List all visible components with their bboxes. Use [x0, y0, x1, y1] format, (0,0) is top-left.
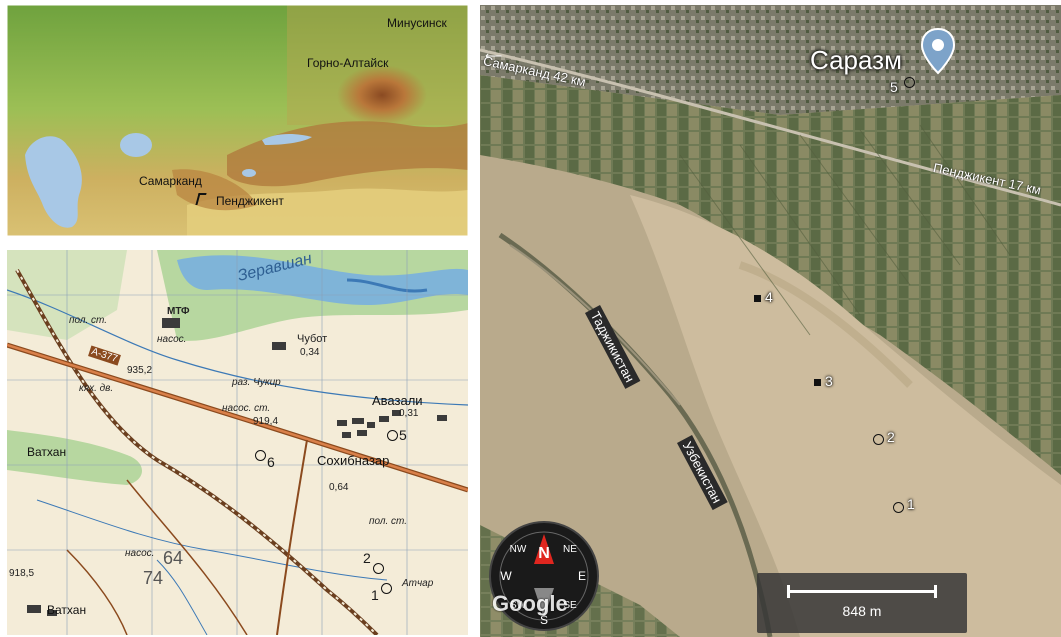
site-label-5: 5	[399, 427, 407, 443]
label-minusinsk: Минусинск	[387, 16, 447, 30]
label-pol-st-2: пол. ст.	[369, 516, 408, 527]
scale-bar: 848 m	[757, 573, 967, 633]
label-grid-64: 64	[163, 548, 184, 568]
compass-icon[interactable]: N NW NE W E SW SE S	[488, 520, 600, 632]
topographic-map-terrain	[7, 250, 468, 635]
site-marker-5	[904, 77, 915, 88]
label-atchar: Атчар	[402, 578, 434, 589]
site-label-1: 1	[371, 587, 379, 603]
site-marker-3	[814, 379, 821, 386]
site-label-2: 2	[363, 550, 371, 566]
label-sokhibnazar: Сохибназар	[317, 453, 390, 468]
compass-sw-label: SW	[510, 600, 527, 611]
label-nasos-1: насос.	[157, 334, 187, 345]
location-pin-icon[interactable]	[920, 27, 956, 75]
label-sarazm: Саразм	[810, 45, 902, 75]
site-marker-2	[873, 434, 884, 445]
site-label-5: 5	[890, 79, 898, 95]
label-elev-919: 919,4	[253, 416, 279, 427]
satellite-map: Саразм Самарканд 42 км ⟵ Пенджикент 17 к…	[480, 5, 1061, 637]
label-penjikent: Пенджикент	[216, 194, 284, 208]
label-chubot-elev: 0,34	[300, 347, 320, 358]
arrow-left-icon: ⟵	[485, 49, 503, 63]
label-chubot: Чубот	[297, 333, 328, 345]
relief-map: Минусинск Горно-Алтайск Самарканд Пенджи…	[7, 5, 468, 236]
compass-nw-label: NW	[510, 544, 527, 555]
google-logo: Google	[492, 591, 568, 616]
site-label-4: 4	[765, 289, 773, 305]
label-grid-74: 74	[143, 568, 164, 588]
label-nasos-2: насос.	[125, 548, 155, 559]
site-marker-1	[893, 502, 904, 513]
compass-ne-label: NE	[563, 544, 577, 555]
compass-north-label: N	[538, 545, 550, 562]
label-nasos-st: насос. ст.	[222, 403, 271, 414]
site-label-2: 2	[887, 429, 895, 445]
site-label-3: 3	[825, 373, 833, 389]
relief-map-terrain	[7, 5, 468, 236]
scale-label: 848 m	[842, 603, 882, 619]
site-marker-1	[381, 583, 392, 594]
label-sokhibnazar-elev: 0,64	[329, 482, 349, 493]
site-marker-6	[255, 450, 266, 461]
scale-bar-line	[787, 585, 937, 598]
site-label-1: 1	[907, 496, 915, 512]
compass-s-label: S	[540, 613, 548, 627]
label-samarkand: Самарканд	[139, 174, 202, 188]
site-marker-4	[754, 295, 761, 302]
label-vatkhan-1: Ватхан	[27, 445, 67, 459]
label-avazali-elev: 0,31	[399, 408, 419, 419]
label-mtf: МТФ	[167, 306, 190, 317]
compass-w-label: W	[500, 569, 512, 583]
label-elev-918: 918,5	[9, 568, 35, 579]
topographic-map: Зеравшан пол. ст. МТФ насос. Чубот 0,34 …	[7, 250, 468, 635]
label-kyah-dv: кях. дв.	[79, 383, 114, 394]
compass-se-label: SE	[563, 600, 577, 611]
label-gorno-altaysk: Горно-Алтайск	[307, 56, 389, 70]
satellite-imagery	[480, 5, 1061, 637]
site-marker-2	[373, 563, 384, 574]
site-marker-5	[387, 430, 398, 441]
label-avazali: Авазали	[372, 393, 423, 408]
label-vatkhan-2: Ватхан	[47, 603, 87, 617]
compass-e-label: E	[578, 569, 586, 583]
label-raz-chukir: раз. Чукир	[232, 377, 281, 388]
site-label-6: 6	[267, 454, 275, 470]
label-pol-st-1: пол. ст.	[69, 315, 108, 326]
label-elev-935: 935,2	[127, 365, 153, 376]
